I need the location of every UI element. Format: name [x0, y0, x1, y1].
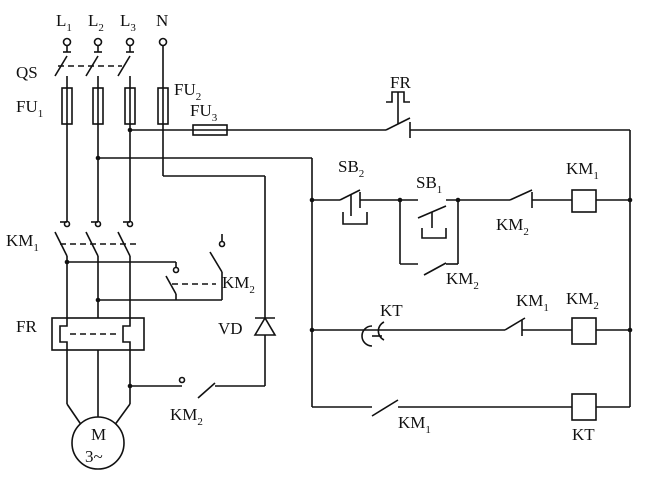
control-rung-3	[312, 393, 630, 421]
fuse-fu2	[157, 87, 169, 125]
fr-thermal-element	[51, 317, 145, 351]
motor-leads	[66, 350, 131, 427]
supply-terminals	[62, 37, 168, 88]
label-kt-contact: KT	[380, 301, 403, 320]
main-phase-wires	[66, 124, 131, 222]
diode-vd	[253, 315, 277, 336]
label-fu2: FU2	[174, 80, 201, 103]
label-km2-coil: KM2	[566, 289, 599, 312]
label-l1: L1	[56, 11, 72, 34]
label-km1-nc-rung2: KM1	[516, 291, 549, 314]
label-km1-main: KM1	[6, 231, 39, 254]
label-km1-coil: KM1	[566, 159, 599, 182]
control-supply	[95, 124, 631, 407]
label-km2-holding: KM2	[446, 269, 479, 292]
dc-braking-path	[127, 335, 266, 399]
label-l2: L2	[88, 11, 104, 34]
label-motor-m: M	[91, 425, 106, 444]
label-km2-dc: KM2	[170, 405, 203, 428]
label-motor-phase: 3~	[85, 447, 103, 466]
label-sb1: SB1	[416, 173, 442, 196]
control-rung-1	[309, 189, 633, 276]
km2-braking-contacts	[64, 234, 226, 303]
label-n: N	[156, 11, 168, 30]
label-fu3: FU3	[190, 101, 218, 124]
label-km2-brake: KM2	[222, 273, 255, 296]
label-qs: QS	[16, 63, 38, 82]
label-sb2: SB2	[338, 157, 364, 180]
label-fr-main: FR	[16, 317, 37, 336]
switch-qs	[54, 51, 134, 88]
label-fr-top: FR	[390, 73, 411, 92]
label-kt-coil: KT	[572, 425, 595, 444]
km1-main-contacts	[54, 220, 136, 318]
control-rung-2	[309, 317, 633, 347]
fuses-fu1	[61, 87, 136, 125]
label-km2-nc-rung1: KM2	[496, 215, 529, 238]
labels: L1 L2 L3 N QS FU1 FU2 FU3 FR SB2 SB1 KM1…	[6, 11, 599, 466]
label-vd: VD	[218, 319, 243, 338]
label-fu1: FU1	[16, 97, 43, 120]
motor	[71, 416, 125, 470]
fr-nc-contact	[385, 91, 411, 138]
label-l3: L3	[120, 11, 136, 34]
label-km1-rung3: KM1	[398, 413, 431, 436]
